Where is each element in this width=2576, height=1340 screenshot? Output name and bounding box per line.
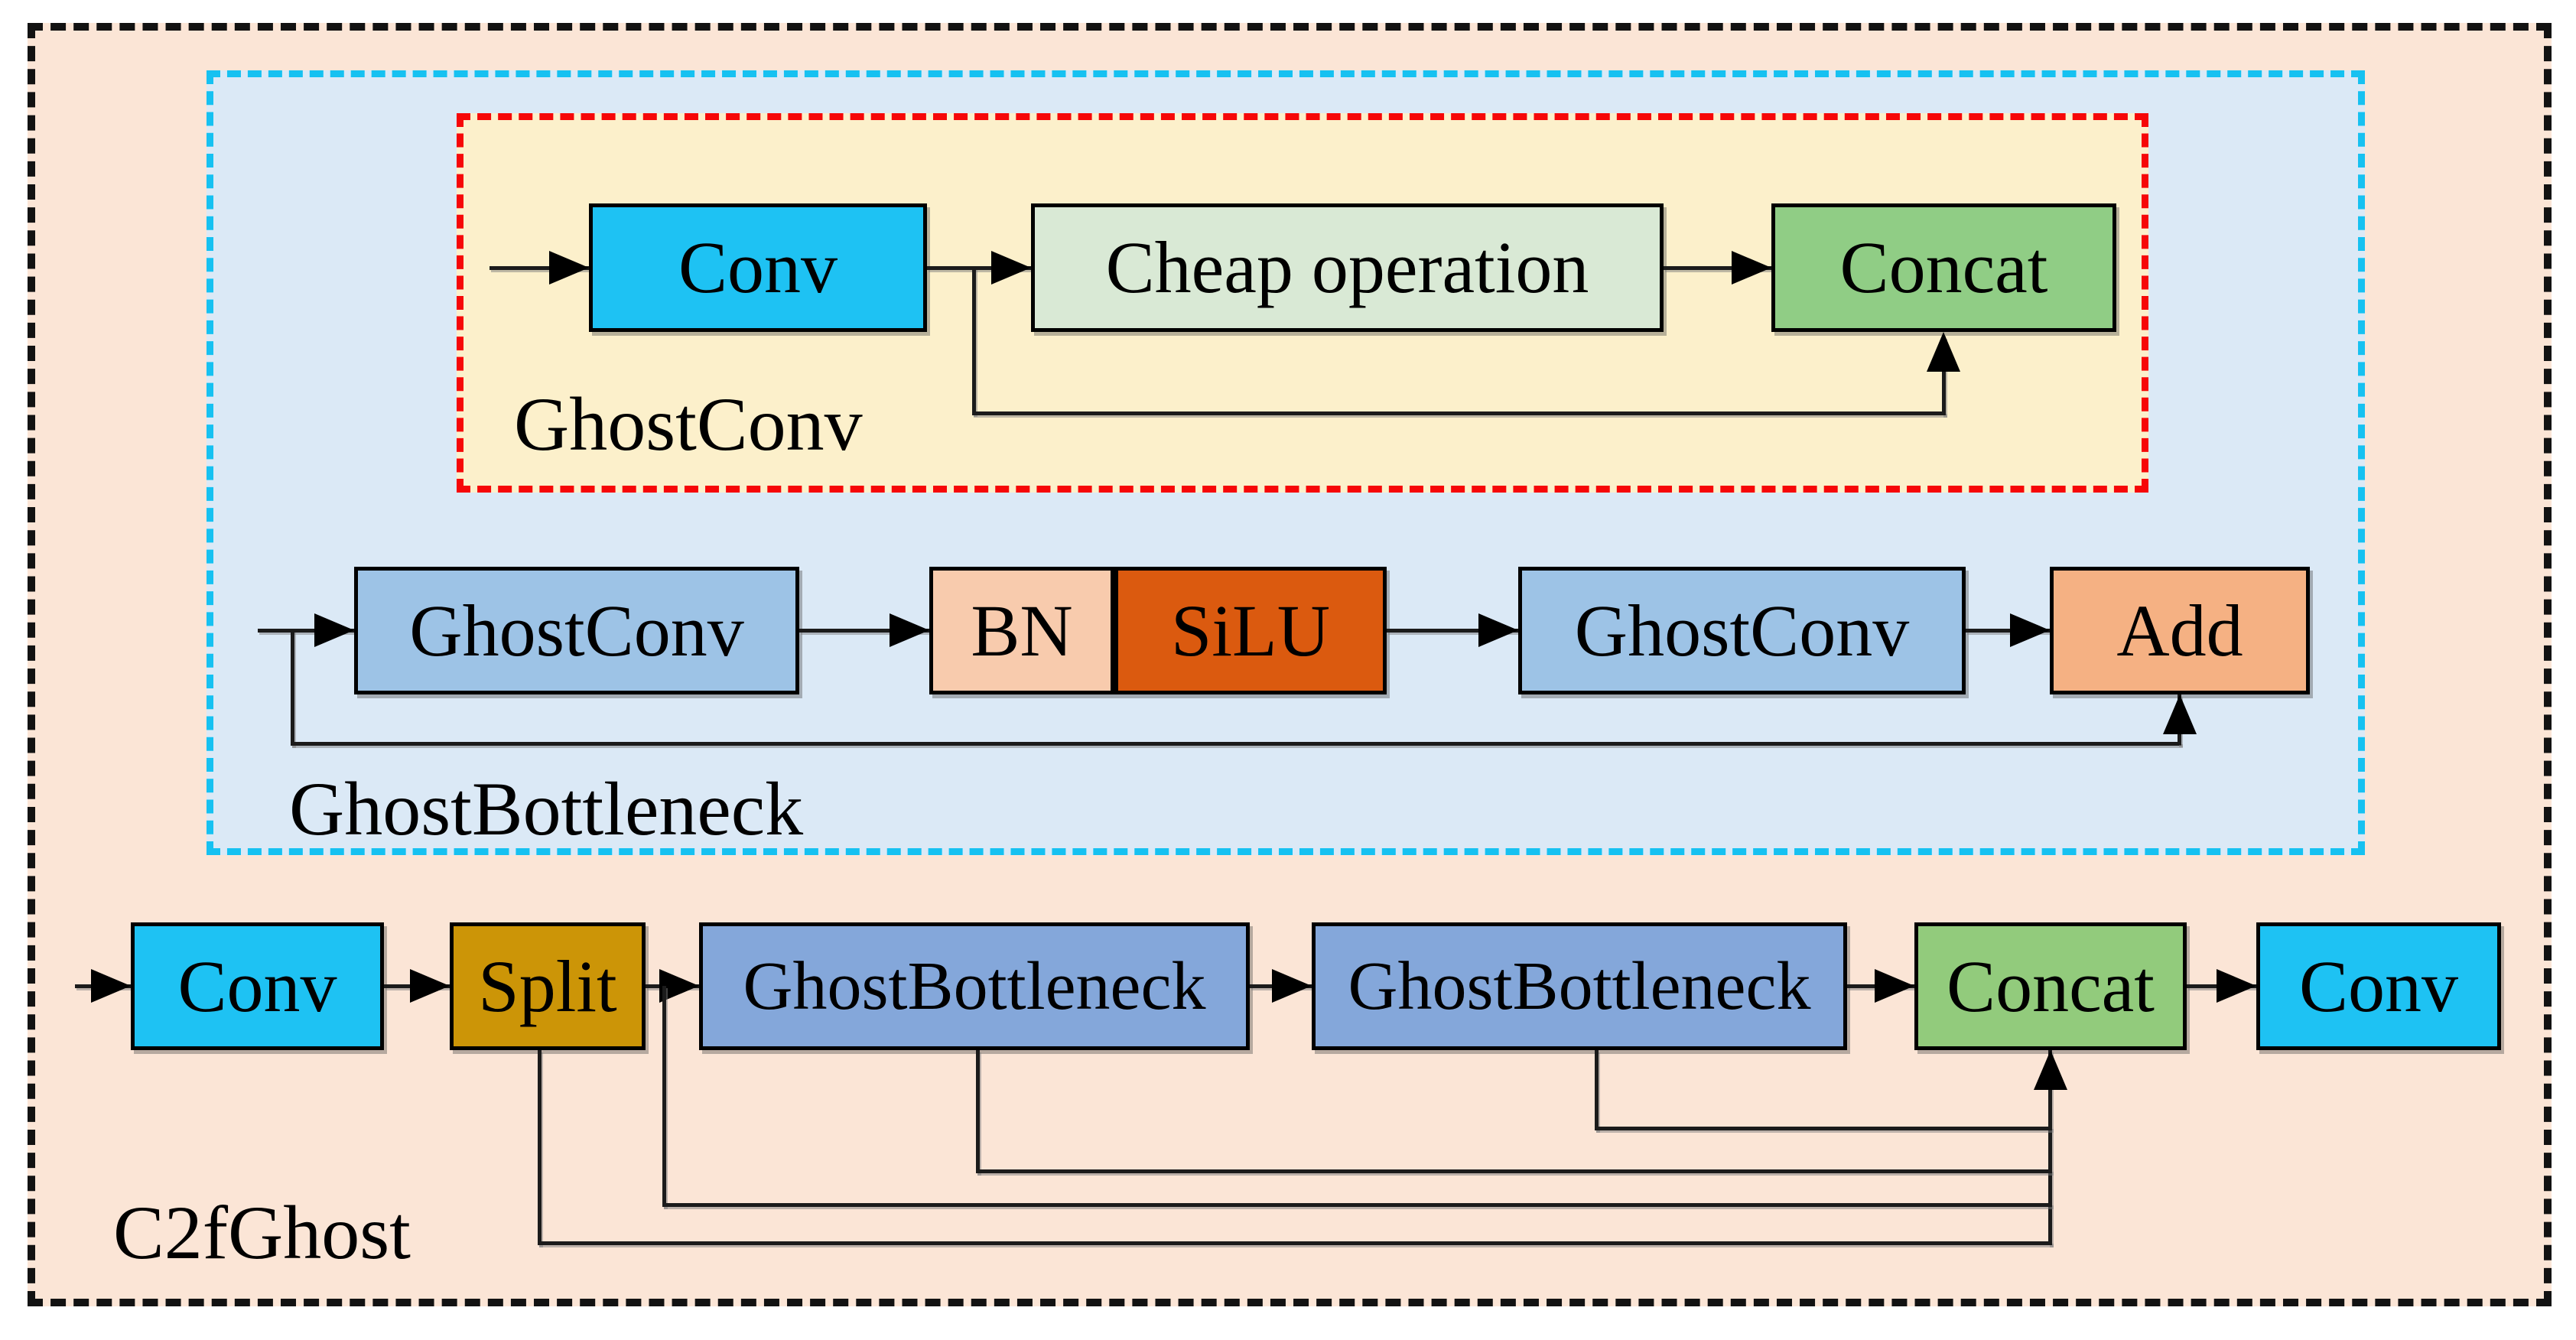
node-concat-ghostconv: Concat [1771, 203, 2116, 332]
node-split: Split [450, 922, 646, 1050]
arrowhead [1875, 969, 1914, 1003]
arrowhead [890, 613, 929, 647]
node-silu: SiLU [1114, 567, 1387, 694]
arrowhead [1732, 251, 1771, 285]
node-conv-out: Conv [2256, 922, 2501, 1050]
skip-connector [538, 1050, 542, 1245]
connector [1966, 629, 2050, 633]
node-ghostbottleneck-2: GhostBottleneck [1312, 922, 1847, 1050]
node-cheap-operation: Cheap operation [1031, 203, 1664, 332]
label-c2fghost-group: C2fGhost [113, 1190, 411, 1275]
node-ghostconv-1: GhostConv [354, 567, 799, 694]
connector [258, 629, 354, 633]
connector [490, 266, 589, 270]
skip-connector [972, 411, 1946, 415]
node-add: Add [2050, 567, 2310, 694]
skip-connector [976, 1169, 2052, 1173]
skip-connector [1942, 337, 1946, 415]
connector [1664, 266, 1771, 270]
node-bn: BN [929, 567, 1114, 694]
skip-connector [1595, 1050, 1599, 1130]
arrowhead [991, 251, 1031, 285]
skip-connector [291, 630, 294, 746]
node-concat-c2f: Concat [1914, 922, 2187, 1050]
arrowhead [91, 969, 131, 1003]
label-ghostconv-group: GhostConv [514, 382, 863, 467]
arrowhead [1927, 332, 1960, 372]
arrowhead [1272, 969, 1312, 1003]
skip-connector [1595, 1127, 2052, 1130]
node-ghostbottleneck-1: GhostBottleneck [699, 922, 1250, 1050]
arrowhead [1478, 613, 1518, 647]
arrowhead [314, 613, 354, 647]
connector [799, 629, 929, 633]
skip-connector [662, 986, 666, 1207]
node-conv-stem: Conv [131, 922, 384, 1050]
arrowhead [2010, 613, 2050, 647]
skip-connector [976, 1050, 980, 1173]
label-ghostbottleneck-group: GhostBottleneck [289, 766, 804, 851]
arrowhead [549, 251, 589, 285]
skip-connector [2048, 1050, 2052, 1245]
connector [1387, 629, 1518, 633]
node-ghostconv-2: GhostConv [1518, 567, 1966, 694]
connector [927, 266, 1031, 270]
skip-connector [291, 742, 2181, 746]
skip-connector [662, 1203, 2052, 1207]
arrowhead [2217, 969, 2256, 1003]
arrowhead [410, 969, 450, 1003]
skip-connector [972, 268, 976, 415]
node-conv-ghostconv: Conv [589, 203, 927, 332]
arrowhead [2034, 1050, 2067, 1090]
arrowhead [2163, 694, 2197, 734]
skip-connector [538, 1241, 2052, 1245]
